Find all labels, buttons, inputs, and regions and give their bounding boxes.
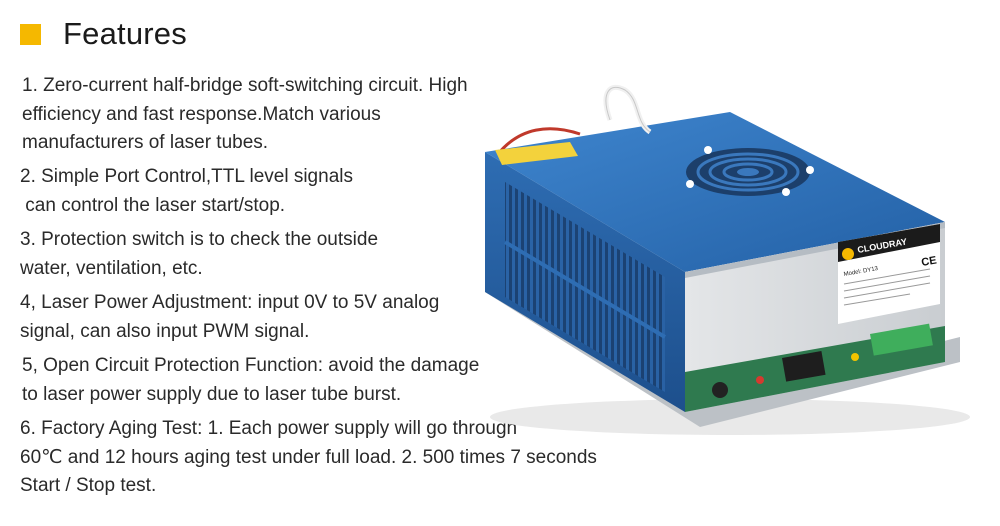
- fan-icon: [686, 146, 814, 196]
- laser-power-supply-image: CLOUDRAY Model: DY13 CE: [485, 84, 970, 435]
- brand-label: CLOUDRAY Model: DY13 CE: [838, 224, 940, 324]
- feature-line: signal, can also input PWM signal.: [20, 320, 310, 342]
- feature-line: 4, Laser Power Adjustment: input 0V to 5…: [20, 292, 440, 313]
- feature-line: Start / Stop test.: [20, 475, 157, 496]
- feature-line: water, ventilation, etc.: [20, 257, 203, 279]
- feature-line: 6. Factory Aging Test: 1. Each power sup…: [20, 418, 518, 439]
- feature-item-6: 6. Factory Aging Test: 1. Each power sup…: [20, 415, 597, 501]
- feature-item-2: 2. Simple Port Control,TTL level signals…: [20, 163, 353, 220]
- feature-line: 1. Zero-current half-bridge soft-switchi…: [22, 75, 468, 96]
- accent-square-icon: [20, 23, 41, 45]
- feature-line: efficiency and fast response.Match vario…: [22, 103, 381, 125]
- feature-line: can control the laser start/stop.: [20, 194, 286, 216]
- feature-line: 60℃ and 12 hours aging test under full l…: [20, 446, 597, 468]
- feature-line: manufacturers of laser tubes.: [22, 132, 269, 153]
- feature-list: 1. Zero-current half-bridge soft-switchi…: [20, 72, 597, 501]
- feature-item-5: 5, Open Circuit Protection Function: avo…: [22, 352, 479, 409]
- feature-item-4: 4, Laser Power Adjustment: input 0V to 5…: [20, 289, 439, 346]
- feature-item-3: 3. Protection switch is to check the out…: [20, 226, 378, 283]
- feature-line: to laser power supply due to laser tube …: [22, 383, 402, 405]
- section-title: Features: [63, 16, 187, 51]
- feature-item-1: 1. Zero-current half-bridge soft-switchi…: [22, 72, 468, 158]
- section-header: Features: [20, 14, 187, 54]
- feature-line: 2. Simple Port Control,TTL level signals: [20, 166, 353, 187]
- feature-line: 3. Protection switch is to check the out…: [20, 229, 379, 250]
- feature-line: 5, Open Circuit Protection Function: avo…: [22, 355, 480, 376]
- ce-mark: CE: [920, 254, 937, 268]
